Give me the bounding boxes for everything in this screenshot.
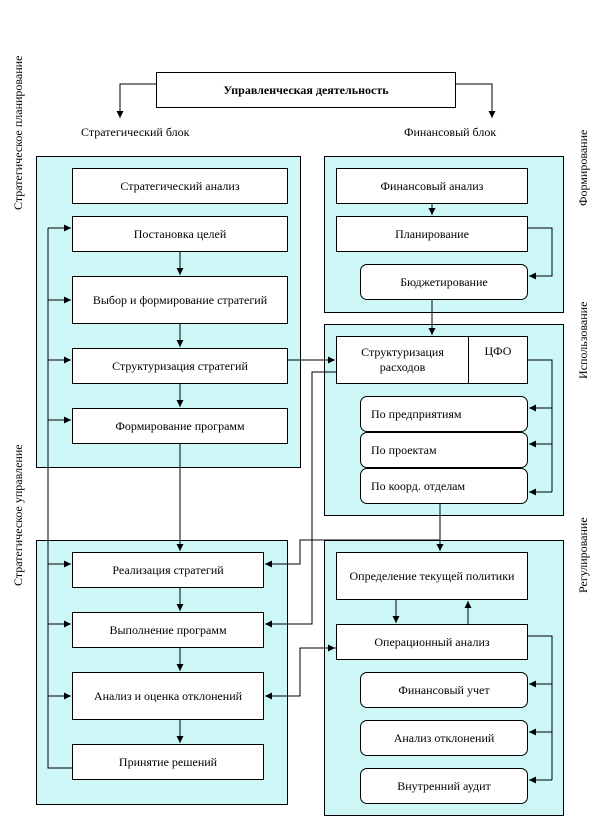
strategy-selection-box: Выбор и формирование стратегий bbox=[72, 276, 288, 324]
management-activity-box: Управленческая деятельность bbox=[156, 72, 456, 108]
strategic-analysis-box: Стратегический анализ bbox=[72, 168, 288, 204]
by-department-box: По коорд. отделам bbox=[360, 468, 528, 504]
by-project-box: По проектам bbox=[360, 432, 528, 468]
goal-setting-box: Постановка целей bbox=[72, 216, 288, 252]
policy-to-implementation-arrow bbox=[265, 516, 441, 565]
budgeting-box: Бюджетирование bbox=[360, 264, 528, 300]
usage-bracket-line bbox=[528, 359, 553, 492]
planning-to-budgeting-arrow bbox=[528, 227, 553, 280]
decisions-feedback-line bbox=[47, 228, 72, 769]
strategic-block-label: Стратегический блок bbox=[81, 125, 190, 139]
deviation-assessment-box: Анализ и оценка отклонений bbox=[72, 672, 264, 720]
top-left-arrow bbox=[116, 83, 156, 118]
by-enterprise-box: По предприятиям bbox=[360, 396, 528, 432]
top-right-arrow bbox=[456, 83, 496, 118]
financial-accounting-box: Финансовый учет bbox=[360, 672, 528, 708]
financial-analysis-box: Финансовый анализ bbox=[336, 168, 528, 204]
financial-block-label: Финансовый блок bbox=[404, 125, 497, 139]
costs-to-execution-arrow bbox=[265, 371, 336, 628]
strategy-implementation-box: Реализация стратегий bbox=[72, 552, 264, 588]
program-execution-box: Выполнение программ bbox=[72, 612, 264, 648]
regulation-bracket-line bbox=[528, 635, 553, 780]
planning-box: Планирование bbox=[336, 216, 528, 252]
current-policy-box: Определение текущей политики bbox=[336, 552, 528, 600]
internal-audit-box: Внутренний аудит bbox=[360, 768, 528, 804]
deviation-analysis-box: Анализ отклонений bbox=[360, 720, 528, 756]
operational-analysis-box: Операционный анализ bbox=[336, 624, 528, 660]
operational-deviation-link bbox=[265, 647, 336, 700]
cfo-box: ЦФО bbox=[468, 336, 528, 384]
decision-making-box: Принятие решений bbox=[72, 744, 264, 780]
program-formation-box: Формирование программ bbox=[72, 408, 288, 444]
strategy-structuring-box: Структуризация стратегий bbox=[72, 348, 288, 384]
cost-structuring-box: Структуризация расходов bbox=[336, 336, 469, 384]
